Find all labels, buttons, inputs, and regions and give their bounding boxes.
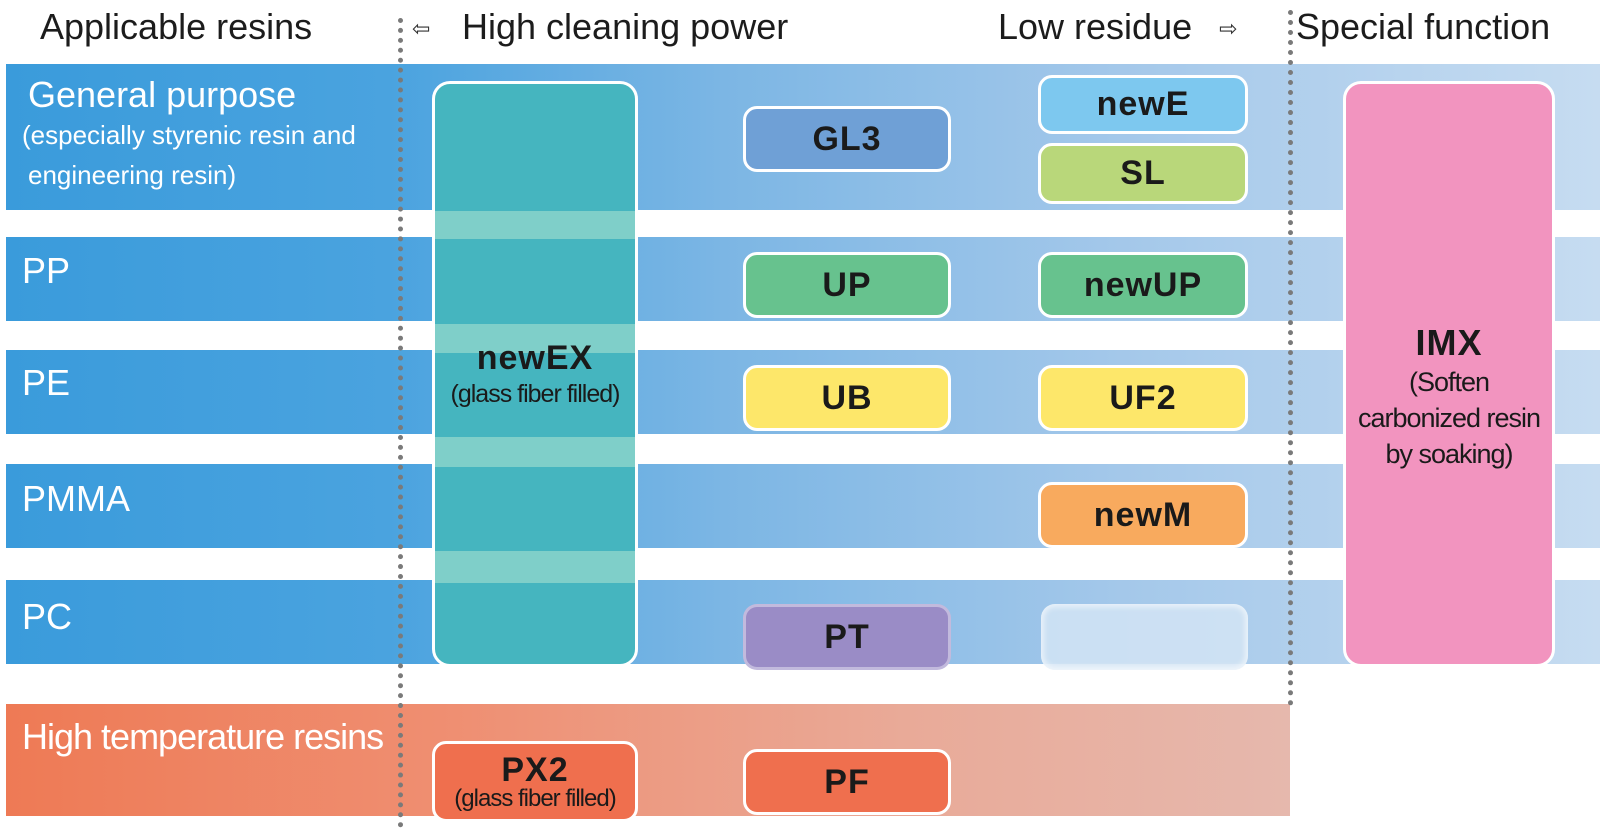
imx-name: IMX — [1415, 322, 1483, 363]
row-label-high-temperature: High temperature resins — [22, 716, 384, 757]
left-arrow-icon: ⇦ — [412, 16, 431, 41]
newex-gap — [435, 437, 635, 467]
imx-desc-2: carbonized resin — [1357, 403, 1541, 433]
product-up: UP — [743, 252, 951, 318]
newex-gap — [435, 551, 635, 583]
empty-slot-pc — [1041, 604, 1248, 670]
up-name: UP — [822, 265, 872, 304]
product-sl: SL — [1038, 143, 1248, 204]
newex-desc: (glass fiber filled) — [450, 380, 621, 408]
pf-name: PF — [824, 762, 870, 801]
pt-name: PT — [824, 617, 870, 656]
newe-name: newE — [1096, 85, 1190, 123]
product-newe: newE — [1038, 75, 1248, 134]
band-pmma — [6, 464, 1600, 548]
newup-name: newUP — [1083, 265, 1203, 304]
product-ub: UB — [743, 365, 951, 431]
px2-name: PX2 — [501, 750, 569, 789]
header-applicable-resins: Applicable resins — [40, 6, 313, 47]
product-imx: IMX (Soften carbonized resin by soaking) — [1343, 81, 1555, 667]
product-pf: PF — [743, 749, 951, 815]
header-special-function: Special function — [1296, 6, 1551, 47]
right-arrow-icon: ⇨ — [1219, 16, 1238, 41]
row-sublabel-general-1: (especially styrenic resin and — [22, 120, 356, 150]
newm-name: newM — [1093, 495, 1193, 534]
row-label-pe: PE — [22, 362, 71, 403]
uf2-name: UF2 — [1109, 378, 1177, 417]
row-label-pmma: PMMA — [22, 478, 130, 519]
product-px2: PX2 (glass fiber filled) — [432, 741, 638, 822]
row-label-pc: PC — [22, 596, 73, 637]
divider-right — [1288, 10, 1293, 706]
gl3-name: GL3 — [812, 119, 882, 158]
newex-gap — [435, 211, 635, 239]
px2-desc: (glass fiber filled) — [454, 784, 616, 812]
imx-desc-1: (Soften — [1408, 367, 1490, 397]
imx-desc-3: by soaking) — [1385, 439, 1513, 469]
row-label-pp: PP — [22, 250, 71, 291]
product-uf2: UF2 — [1038, 365, 1248, 431]
product-newm: newM — [1038, 482, 1248, 548]
product-newup: newUP — [1038, 252, 1248, 318]
ub-name: UB — [821, 378, 873, 417]
row-label-general-purpose: General purpose — [28, 74, 297, 115]
newex-name: newEX — [476, 339, 594, 377]
header-low-residue: Low residue — [998, 6, 1193, 47]
product-pt: PT — [743, 604, 951, 670]
sl-name: SL — [1120, 154, 1166, 192]
product-newex: newEX (glass fiber filled) — [432, 81, 638, 667]
header-high-cleaning-power: High cleaning power — [462, 6, 789, 47]
product-gl3: GL3 — [743, 106, 951, 172]
row-sublabel-general-2: engineering resin) — [28, 160, 237, 190]
newex-gap — [435, 324, 635, 353]
band-high-temperature — [6, 704, 1290, 816]
divider-left — [398, 18, 403, 828]
